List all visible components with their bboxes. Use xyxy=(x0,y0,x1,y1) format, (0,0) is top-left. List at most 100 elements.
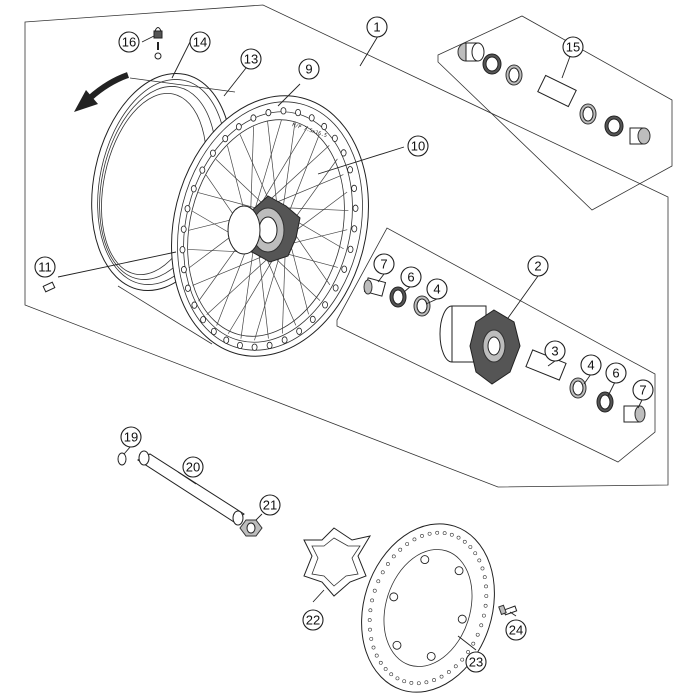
callout-9: 9 xyxy=(298,58,320,80)
brake-disc-hole xyxy=(442,531,447,536)
brake-disc-hole xyxy=(389,672,394,677)
brake-disc-hole xyxy=(482,613,486,618)
spoke-nipple xyxy=(237,341,243,350)
spoke-nipple xyxy=(281,336,288,344)
callout-7a: 7 xyxy=(373,253,395,275)
brake-disc-rivet xyxy=(420,555,430,565)
spoke-nipple xyxy=(351,184,358,192)
brake-disc-hole xyxy=(484,584,488,589)
spoke xyxy=(251,119,282,219)
callout-7b: 7 xyxy=(632,379,654,401)
brake-disc-rivet xyxy=(457,614,467,624)
spoke-nipple xyxy=(322,301,328,309)
spoke-nipple xyxy=(340,149,347,157)
svg-text:6: 6 xyxy=(407,270,414,285)
spoke-nipple xyxy=(250,114,257,122)
brake-disc-hole xyxy=(424,680,429,685)
brake-disc-hole xyxy=(449,532,454,537)
pin-part xyxy=(157,42,159,50)
spoke xyxy=(270,253,321,301)
brake-disc-hole xyxy=(374,653,379,658)
axle-parts xyxy=(117,450,263,537)
svg-text:24: 24 xyxy=(509,623,523,638)
spokes xyxy=(187,119,349,341)
spoke xyxy=(267,174,344,207)
washer-part xyxy=(154,52,162,60)
brake-disc-rivet xyxy=(389,592,399,602)
spoke-nipple xyxy=(179,246,186,254)
svg-text:21: 21 xyxy=(263,498,277,513)
svg-text:14: 14 xyxy=(193,35,207,50)
callout-19: 19 xyxy=(120,426,142,448)
wheel-assembly-frame xyxy=(24,4,669,488)
rotation-direction-arrow-icon xyxy=(74,72,130,112)
spoke-nipple xyxy=(223,336,230,344)
svg-text:22: 22 xyxy=(306,613,320,628)
bearing-kit-frame xyxy=(437,15,673,211)
callout-14: 14 xyxy=(189,31,211,53)
brake-disc-hole xyxy=(468,545,473,549)
callout-23: 23 xyxy=(465,651,487,673)
svg-text:4: 4 xyxy=(433,282,440,297)
callout-24: 24 xyxy=(505,619,527,641)
brake-disc-hole xyxy=(439,674,444,679)
spoke-nipple xyxy=(210,327,217,336)
spoke xyxy=(261,145,330,208)
callout-6a: 6 xyxy=(400,266,422,288)
brake-disc-hole xyxy=(395,676,400,681)
svg-text:19: 19 xyxy=(124,430,138,445)
callout-11: 11 xyxy=(34,256,56,278)
svg-text:20: 20 xyxy=(186,460,200,475)
svg-text:1: 1 xyxy=(373,20,380,35)
brake-disc-hole xyxy=(383,667,388,671)
brake-disc-hole xyxy=(380,570,385,575)
spoke-nipples xyxy=(179,107,359,351)
lock-icon xyxy=(153,27,163,39)
spoke-nipple xyxy=(222,134,229,143)
spoke xyxy=(215,159,266,207)
spoke xyxy=(281,121,296,216)
callout-2: 2 xyxy=(527,255,549,277)
brake-disc-hole xyxy=(378,660,383,665)
brake-disc-hole xyxy=(435,530,440,535)
svg-text:23: 23 xyxy=(469,655,483,670)
brake-disc-hole xyxy=(420,534,424,538)
brake-disc-hole xyxy=(475,632,480,637)
spoke-nipple xyxy=(200,316,207,324)
svg-text:16: 16 xyxy=(122,35,136,50)
brake-disc-hole xyxy=(462,539,467,544)
brake-disc-hole xyxy=(391,554,396,559)
svg-text:9: 9 xyxy=(305,62,312,77)
brake-disc-hole xyxy=(482,575,487,580)
brake-disc-hole xyxy=(480,566,485,571)
callout-10: 10 xyxy=(407,135,429,157)
spoke xyxy=(206,252,275,315)
brake-disc-hole xyxy=(405,542,410,546)
svg-text:7: 7 xyxy=(639,383,646,398)
brake-disc xyxy=(361,523,495,693)
brake-disc-hole xyxy=(416,681,421,686)
spoke-nipple xyxy=(265,109,272,117)
spoke-nipple xyxy=(321,122,328,131)
callout-13: 13 xyxy=(240,48,262,70)
brake-disc-hole xyxy=(386,562,390,566)
spoke-nipple xyxy=(331,134,338,142)
svg-text:11: 11 xyxy=(38,260,52,275)
brake-disc-hole xyxy=(473,551,478,556)
svg-text:6: 6 xyxy=(612,366,619,381)
svg-text:13: 13 xyxy=(244,52,258,67)
spoke xyxy=(198,192,260,210)
spoke-nipple xyxy=(295,108,301,117)
brake-disc-hole xyxy=(466,650,470,654)
brake-disc-hole xyxy=(402,679,407,684)
valve-screw xyxy=(42,281,56,293)
brake-disc-hole xyxy=(409,680,414,685)
spoke xyxy=(227,247,281,334)
spoke-nipple xyxy=(347,245,354,253)
spoke-nipple xyxy=(352,204,359,212)
svg-text:2: 2 xyxy=(534,259,541,274)
spoke-nipple xyxy=(347,166,353,174)
callout-21: 21 xyxy=(259,494,281,516)
spoke xyxy=(255,126,309,213)
